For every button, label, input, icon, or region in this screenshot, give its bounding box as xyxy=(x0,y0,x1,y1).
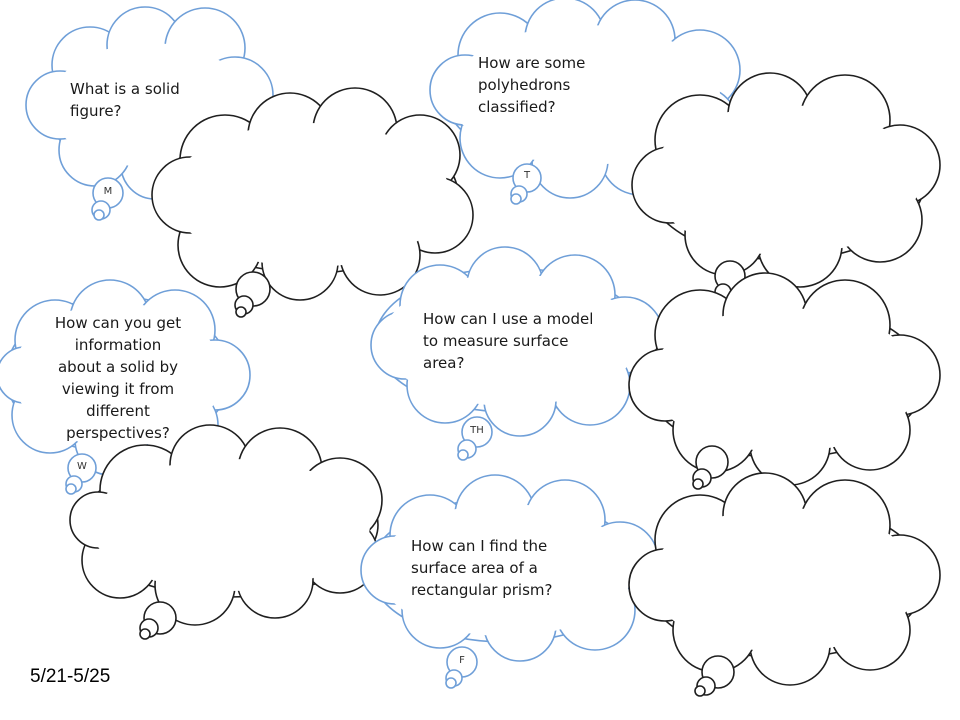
question-line: surface area of a xyxy=(411,559,538,577)
question-text-tuesday: How are some polyhedrons classified? xyxy=(478,52,585,118)
question-tail-thursday xyxy=(457,416,493,461)
question-line: about a solid by xyxy=(57,358,179,376)
answer-tail-3 xyxy=(692,445,729,490)
day-label-tuesday: T xyxy=(523,170,531,181)
day-label-monday: M xyxy=(103,186,113,197)
question-line: perspectives? xyxy=(66,424,170,442)
question-line: different xyxy=(86,402,150,420)
answer-cloud-5 xyxy=(628,472,941,686)
question-text-thursday: How can I use a model to measure surface… xyxy=(423,308,593,374)
answer-cloud-1 xyxy=(151,87,474,301)
question-text-friday: How can I find the surface area of a rec… xyxy=(411,535,552,601)
answer-tail-5 xyxy=(694,655,735,697)
question-tail-wednesday xyxy=(65,453,97,495)
day-label-friday: F xyxy=(459,655,465,666)
question-tail-friday xyxy=(445,646,478,689)
question-line: polyhedrons xyxy=(478,76,571,94)
date-range: 5/21-5/25 xyxy=(30,666,111,687)
question-cloud-friday xyxy=(360,474,659,662)
question-line: How can I find the xyxy=(411,537,548,555)
question-line: classified? xyxy=(478,98,556,116)
question-line: information xyxy=(74,336,162,354)
question-line: How are some xyxy=(478,54,586,72)
answer-tail-4 xyxy=(139,601,177,640)
answer-cloud-4 xyxy=(69,424,383,626)
question-text-wednesday: How can you get information about a soli… xyxy=(28,312,208,444)
answer-cloud-2 xyxy=(631,72,941,288)
question-line: area? xyxy=(423,354,465,372)
question-text-monday: What is a solid figure? xyxy=(70,78,180,122)
answer-cloud-3 xyxy=(628,272,941,486)
day-label-thursday: TH xyxy=(470,425,484,436)
question-tail-tuesday xyxy=(510,163,542,205)
question-line: figure? xyxy=(70,102,122,120)
answer-tail-1 xyxy=(234,271,271,318)
question-line: viewing it from xyxy=(61,380,175,398)
question-tail-monday xyxy=(91,177,124,221)
question-line: What is a solid xyxy=(70,80,180,98)
question-line: rectangular prism? xyxy=(411,581,553,599)
day-label-wednesday: W xyxy=(77,461,87,472)
question-line: to measure surface xyxy=(423,332,569,350)
question-cloud-thursday xyxy=(370,246,664,437)
question-line: How can you get xyxy=(54,314,182,332)
question-line: How can I use a model xyxy=(423,310,594,328)
